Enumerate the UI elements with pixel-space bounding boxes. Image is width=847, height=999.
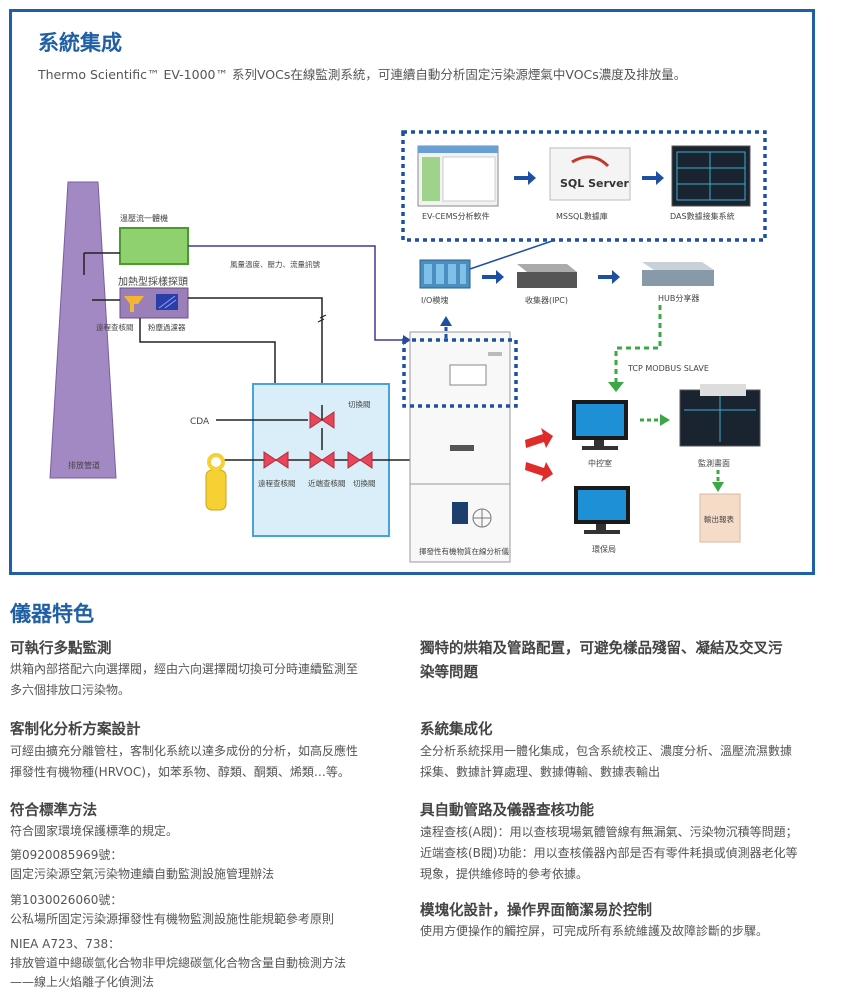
epa-monitor-icon (574, 486, 630, 534)
analyzer-touchscreen (452, 502, 468, 524)
label-control-room: 中控室 (588, 458, 612, 468)
feature-title-line: 獨特的烘箱及管路配置，可避免樣品殘留、凝結及交叉污 (420, 641, 783, 657)
feature-line: 揮發性有機物種(HRVOC)，如苯系物、醇類、酮類、烯類…等。 (10, 765, 350, 779)
arrow-software-sql (514, 171, 536, 185)
analyzer-dotted-box (402, 338, 518, 408)
label-report: 輸出報表 (704, 514, 734, 524)
label-tcp: TCP MODBUS SLAVE (627, 364, 709, 373)
report-icon (699, 493, 741, 543)
feature-line: 採集、數據計算處理、數據傳輸、數據表輸出 (420, 765, 661, 779)
feature-body-custom: 可經由擴充分離管柱，客制化系統以達多成份的分析，如高反應性 揮發性有機物種(HR… (10, 741, 358, 783)
label-remote-valve: 遠程查核閥 (96, 322, 134, 332)
standard-ref-2: 第1030026060號： 公私場所固定污染源揮發性有機物監測設施性能規範參考原… (10, 891, 334, 929)
valve-switch (347, 451, 373, 469)
io-module-icon (419, 259, 471, 289)
label-filter: 粉塵過濾器 (148, 322, 186, 332)
remote-valve-icon (124, 296, 144, 304)
feature-title-integration: 系統集成化 (420, 722, 493, 738)
standard-ref-3: NIEA A723、738： 排放管道中總碳氫化合物非甲烷總碳氫化合物含量自動檢… (10, 935, 346, 992)
label-valve-remote: 遠程查核閥 (258, 478, 296, 488)
label-switch-top: 切換閥 (348, 399, 371, 409)
feature-line: 全分析系統採用一體化集成，包含系統校正、濃度分析、溫壓流濕數據 (420, 744, 793, 758)
feature-title-line: 染等問題 (420, 665, 478, 681)
network-dotted-box (401, 130, 767, 242)
standard-number: NIEA A723、738： (10, 937, 121, 951)
standard-number: 第0920085969號： (10, 848, 123, 862)
label-signals: 風量溫度、壓力、流量訊號 (230, 259, 320, 269)
feature-line: 烘箱內部搭配六向選擇閥，經由六向選擇閥切換可分時連續監測至 (10, 662, 359, 676)
arrow-sql-das (642, 171, 664, 185)
gas-cylinder-icon (205, 453, 227, 511)
label-cda: CDA (190, 417, 210, 427)
software-screen-icon (417, 145, 499, 207)
label-epa: 環保局 (592, 544, 616, 554)
feature-line: 可經由擴充分離管柱，客制化系統以達多成份的分析，如高反應性 (10, 744, 359, 758)
monitor-screen-icon (679, 384, 761, 447)
link-hub-control (614, 305, 662, 386)
standard-text: 固定污染源空氣污染物連續自動監測設施管理辦法 (10, 867, 275, 881)
standard-number: 第1030026060號： (10, 893, 123, 907)
heated-probe-box (119, 227, 189, 265)
feature-body-modular: 使用方便操作的觸控屏，可完成所有系統維護及故障診斷的步驟。 (420, 921, 768, 942)
feature-line: 近端查核(B閥)功能：用以查核儀器內部是否有零件耗損或偵測器老化等 (420, 846, 798, 860)
label-hub: HUB分享器 (658, 293, 699, 303)
intro-text: Thermo Scientific™ EV-1000™ 系列VOCs在線監測系統… (38, 67, 687, 82)
feature-body-multipoint: 烘箱內部搭配六向選擇閥，經由六向選擇閥切換可分時連續監測至 多六個排放口污染物。 (10, 659, 358, 701)
section-title-system: 系統集成 (38, 31, 122, 55)
arrow-ipc-hub (598, 270, 620, 284)
label-probe: 加熱型採樣探頭 (118, 275, 188, 288)
feature-body-auto-check: 遠程查核(A閥)：用以查核現場氣體管線有無漏氣、污染物沉積等問題； 近端查核(B… (420, 822, 798, 885)
label-software: EV-CEMS分析軟件 (422, 211, 490, 221)
line-signal (188, 245, 408, 341)
feature-line: 使用方便操作的觸控屏，可完成所有系統維護及故障診斷的步驟。 (420, 924, 769, 938)
label-monitor-screen: 監測畫面 (698, 458, 730, 468)
label-valve-near: 近端查核閥 (308, 478, 346, 488)
feature-title-multipoint: 可執行多點監測 (10, 641, 112, 657)
valve-remote-check (263, 451, 289, 469)
label-analyzer: 揮發性有機物質在線分析儀 (419, 546, 509, 556)
arrow-to-control-room (525, 428, 553, 448)
feature-body-standards: 符合國家環境保護標準的規定。 (10, 821, 178, 842)
exhaust-stack (49, 181, 117, 479)
sql-logo-text: SQL Server (560, 177, 630, 190)
feature-line: 遠程查核(A閥)：用以查核現場氣體管線有無漏氣、污染物沉積等問題； (420, 825, 798, 839)
feature-line: 符合國家環境保護標準的規定。 (10, 824, 179, 838)
label-probe-top: 溫壓流一體機 (120, 213, 168, 223)
feature-title-oven: 獨特的烘箱及管路配置，可避免樣品殘留、凝結及交叉污 染等問題 (420, 637, 783, 685)
feature-title-custom: 客制化分析方案設計 (10, 722, 141, 738)
feature-line: 多六個排放口污染物。 (10, 683, 131, 697)
das-screen-icon (671, 145, 751, 207)
arrow-io-ipc (482, 270, 504, 284)
arrow-analyzer-io (440, 316, 452, 326)
label-ipc: 收集器(IPC) (525, 295, 568, 305)
system-diagram: EV-CEMS分析軟件 SQL Server MSSQL數據庫 DAS數據接集系… (49, 130, 767, 563)
label-das: DAS數據接集系統 (670, 211, 735, 221)
link-io-network (466, 239, 556, 271)
feature-line: 現象，提供維修時的參考依據。 (420, 867, 589, 881)
label-io: I/O模塊 (421, 295, 448, 305)
control-room-monitor-icon (572, 400, 628, 450)
section-title-features: 儀器特色 (10, 602, 94, 626)
hub-switch-icon (642, 262, 714, 286)
label-valve-switch: 切換閥 (353, 478, 376, 488)
feature-title-modular: 模塊化設計，操作界面簡潔易於控制 (420, 903, 652, 919)
standard-text: ——線上火焰離子化偵測法 (10, 975, 155, 989)
standard-text: 公私場所固定污染源揮發性有機物監測設施性能規範參考原則 (10, 912, 335, 926)
system-integration-frame (9, 9, 815, 575)
sql-server-icon: SQL Server (549, 147, 631, 201)
standard-text: 排放管道中總碳氫化合物非甲烷總碳氫化合物含量自動檢測方法 (10, 956, 347, 970)
feature-title-standards: 符合標準方法 (10, 803, 97, 819)
feature-title-auto-check: 具自動管路及儀器查核功能 (420, 803, 594, 819)
line-sample-a (188, 297, 323, 405)
arrow-to-epa (525, 462, 553, 482)
valve-near-check (309, 451, 335, 469)
label-stack: 排放管道 (68, 460, 100, 470)
feature-body-integration: 全分析系統採用一體化集成，包含系統校正、濃度分析、溫壓流濕數據 採集、數據計算處… (420, 741, 792, 783)
arrow-hub-control (608, 382, 624, 392)
standard-ref-1: 第0920085969號： 固定污染源空氣污染物連續自動監測設施管理辦法 (10, 846, 274, 884)
ipc-collector-icon (517, 264, 577, 288)
label-db: MSSQL數據庫 (556, 211, 608, 221)
